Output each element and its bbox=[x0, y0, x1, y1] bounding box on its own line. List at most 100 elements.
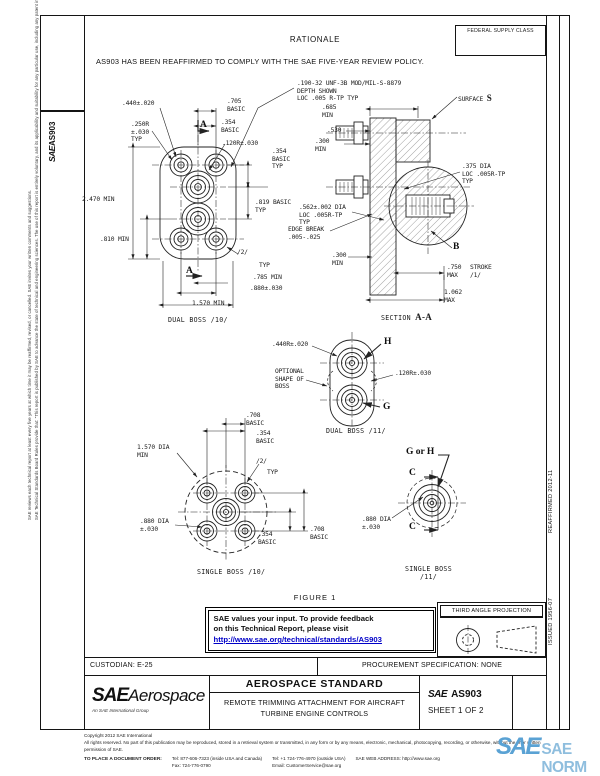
order-label: TO PLACE A DOCUMENT ORDER: bbox=[84, 756, 162, 762]
order-tel-outside: Tel: +1 724-776-4970 (outside USA) Email… bbox=[272, 756, 345, 770]
dim-354-typ: .354 BASIC TYP bbox=[272, 148, 290, 171]
issued-vertical: ISSUED 1956-07 bbox=[548, 597, 554, 645]
dim-708-top: .708 BASIC bbox=[246, 412, 264, 427]
dim-440r: .440R±.020 bbox=[272, 341, 308, 348]
optional-shape-note: OPTIONAL SHAPE OF BOSS bbox=[275, 368, 304, 391]
surface-s-label: SURFACE S bbox=[458, 93, 492, 104]
rationale-title: RATIONALE bbox=[289, 35, 341, 44]
federal-supply-class-box: FEDERAL SUPPLY CLASS bbox=[455, 25, 546, 56]
federal-supply-class-label: FEDERAL SUPPLY CLASS bbox=[467, 28, 534, 34]
doc-number: AS903 bbox=[451, 689, 482, 700]
caption-single-boss-10: SINGLE BOSS /10/ bbox=[197, 568, 266, 576]
dim-708-bot: .708 BASIC bbox=[310, 526, 328, 541]
copyright-line1: Copyright 2012 SAE International bbox=[84, 733, 153, 738]
tel-inside: Tel: 877-606-7323 (inside USA and Canada… bbox=[171, 755, 263, 761]
watermark-norm-text: SAE NORM bbox=[541, 741, 587, 776]
caption-dual-boss-10: DUAL BOSS /10/ bbox=[168, 316, 228, 324]
logo-subtitle: An SAE International Group bbox=[92, 708, 149, 713]
sae-aerospace-logo: SAEAerospace An SAE International Group bbox=[84, 676, 210, 729]
sae-norm-watermark: SAE SAE NORM INTERNATIONAL STANDARDS bbox=[496, 733, 598, 776]
copyright-line2: All rights reserved. No part of this pub… bbox=[84, 739, 541, 752]
standard-type-heading: AEROSPACE STANDARD bbox=[210, 676, 419, 693]
dim-750: .750 MAX bbox=[447, 264, 462, 279]
dim-530: .530 bbox=[327, 127, 342, 134]
dim-2470: 2.470 MIN bbox=[82, 196, 115, 203]
custodian-row: CUSTODIAN: E-25 PROCUREMENT SPECIFICATIO… bbox=[84, 657, 546, 676]
aerospace-logo-text: Aerospace bbox=[128, 686, 205, 705]
dim-250r: .250R ±.030 TYP bbox=[131, 121, 149, 144]
procurement-cell: PROCUREMENT SPECIFICATION: NONE bbox=[361, 662, 503, 669]
dim-354-top2: .354 BASIC bbox=[256, 430, 274, 445]
email: Email: CustomerService@sae.org bbox=[272, 762, 342, 768]
frame-right-divider-1 bbox=[546, 15, 548, 730]
dim-819: .819 BASIC TYP bbox=[255, 199, 291, 214]
dim-705: .705 BASIC bbox=[227, 98, 245, 113]
note-2-bot: /2/ bbox=[256, 458, 267, 465]
standard-title-cell: AEROSPACE STANDARD REMOTE TRIMMING ATTAC… bbox=[210, 676, 420, 729]
dim-810: .810 MIN bbox=[100, 236, 129, 243]
feedback-url-link[interactable]: http://www.sae.org/technical/standards/A… bbox=[213, 635, 382, 645]
dim-880-left: .880 DIA ±.030 bbox=[140, 518, 169, 533]
custodian-cell: CUSTODIAN: E-25 bbox=[84, 658, 318, 675]
feedback-line1: SAE values your input. To provide feedba… bbox=[213, 613, 374, 623]
tel-outside: Tel: +1 724-776-4970 (outside USA) bbox=[272, 755, 346, 761]
order-tel-inside: Tel: 877-606-7323 (inside USA and Canada… bbox=[172, 756, 262, 770]
vertical-doc-number-text: AS903 bbox=[48, 121, 57, 147]
feedback-box: SAE values your input. To provide feedba… bbox=[205, 607, 436, 653]
disclaimer-vertical-2: SAE reviews each technical report at lea… bbox=[27, 189, 32, 520]
sheet-number: SHEET 1 OF 2 bbox=[428, 706, 484, 715]
dim-880-top: .880±.030 bbox=[250, 285, 283, 292]
surface-letter: S bbox=[486, 93, 492, 103]
section-word: SECTION bbox=[381, 314, 411, 322]
g-or-h-label: G or H bbox=[406, 447, 435, 457]
frame-left-divider bbox=[84, 15, 86, 730]
rationale-text: AS903 HAS BEEN REAFFIRMED TO COMPLY WITH… bbox=[96, 57, 424, 66]
standard-title-line1: REMOTE TRIMMING ATTACHMENT FOR AIRCRAFT bbox=[224, 698, 405, 707]
projection-box: THIRD ANGLE PROJECTION bbox=[437, 602, 546, 657]
frame-right-divider-2 bbox=[559, 15, 561, 730]
section-letters: A-A bbox=[415, 312, 433, 322]
dim-562: .562±.002 DIA LOC .005R-TP TYP bbox=[299, 204, 346, 227]
reaffirmed-vertical: REAFFIRMED 2012-11 bbox=[548, 469, 554, 533]
dim-354-bot: .354 BASIC bbox=[258, 531, 276, 546]
dim-785: .785 MIN bbox=[253, 274, 282, 281]
letter-c-bot: C bbox=[409, 522, 416, 532]
vertical-doc-number: SAEAS903 bbox=[47, 122, 57, 162]
surface-word: SURFACE bbox=[458, 96, 484, 103]
figure-caption: FIGURE 1 bbox=[293, 593, 337, 602]
letter-g: G bbox=[383, 402, 391, 412]
projection-title: THIRD ANGLE PROJECTION bbox=[440, 605, 543, 618]
dim-300-sec: .300 MIN bbox=[332, 252, 347, 267]
sae-logo-text: SAE bbox=[92, 685, 129, 706]
dim-685: .685 MIN bbox=[322, 104, 337, 119]
dim-1570-min: 1.570 MIN bbox=[192, 300, 225, 307]
corner-box-divider bbox=[40, 110, 84, 112]
letter-h: H bbox=[384, 337, 392, 347]
sae-logo-vertical: SAE bbox=[47, 146, 57, 162]
letter-b: B bbox=[453, 242, 460, 252]
dim-120r-top: .120R±.030 bbox=[222, 140, 258, 147]
copyright-block: Copyright 2012 SAE International All rig… bbox=[84, 733, 562, 769]
dim-375: .375 DIA LOC .005R-TP TYP bbox=[462, 163, 506, 186]
dim-880-right: .880 DIA ±.030 bbox=[362, 516, 391, 531]
caption-section: SECTION A-A bbox=[381, 312, 432, 323]
feedback-line2: on this Technical Report, please visit bbox=[213, 624, 349, 634]
dim-440: .440±.020 bbox=[122, 100, 155, 107]
caption-dual-boss-11: DUAL BOSS /11/ bbox=[326, 427, 386, 435]
dim-1570-dia: 1.570 DIA MIN bbox=[137, 444, 170, 459]
typ-top: TYP bbox=[259, 262, 270, 269]
dim-300-top: .300 MIN bbox=[315, 138, 330, 153]
empty-cell bbox=[513, 676, 546, 729]
dim-1062: 1.062 MAX bbox=[444, 289, 462, 304]
stroke-note: STROKE /1/ bbox=[470, 264, 492, 279]
disclaimer-vertical-1: SAE Technical Standards Board Rules prov… bbox=[34, 0, 39, 520]
note-2-top: /2/ bbox=[237, 249, 248, 256]
dim-thread-note: .190-32 UNF-3B MOD/MIL-S-8879 DEPTH SHOW… bbox=[297, 80, 402, 103]
dim-120r-mid: .120R±.030 bbox=[395, 370, 431, 377]
section-letter-a-top: A bbox=[200, 120, 207, 130]
title-block: SAEAerospace An SAE International Group … bbox=[84, 676, 546, 730]
standard-title-line2: TURBINE ENGINE CONTROLS bbox=[260, 708, 369, 718]
watermark-sae-logo: SAE bbox=[496, 733, 541, 760]
